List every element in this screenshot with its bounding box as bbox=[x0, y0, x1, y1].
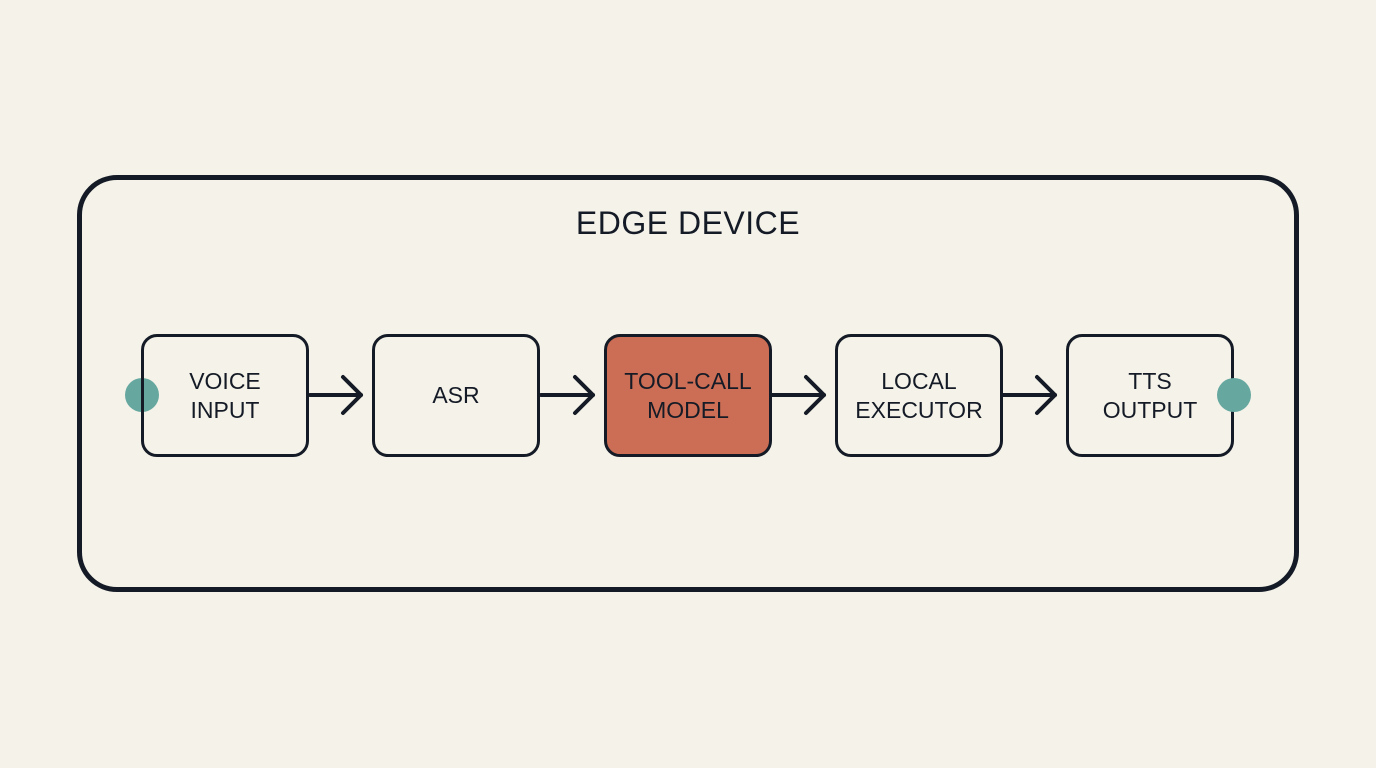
node-tool-call-model: TOOL-CALL MODEL bbox=[604, 334, 772, 457]
node-label: VOICE INPUT bbox=[189, 367, 261, 423]
node-voice-input: VOICE INPUT bbox=[141, 334, 309, 457]
edge-device-container bbox=[77, 175, 1299, 592]
node-label: ASR bbox=[432, 382, 480, 408]
node-label: TOOL-CALL MODEL bbox=[624, 367, 752, 423]
node-local-executor: LOCAL EXECUTOR bbox=[835, 334, 1003, 457]
node-label: LOCAL EXECUTOR bbox=[855, 367, 983, 423]
container-title: EDGE DEVICE bbox=[575, 205, 801, 241]
output-port bbox=[1217, 378, 1251, 412]
node-label: TTS OUTPUT bbox=[1102, 367, 1198, 423]
node-tts-output: TTS OUTPUT bbox=[1066, 334, 1234, 457]
node-asr: ASR bbox=[372, 334, 540, 457]
